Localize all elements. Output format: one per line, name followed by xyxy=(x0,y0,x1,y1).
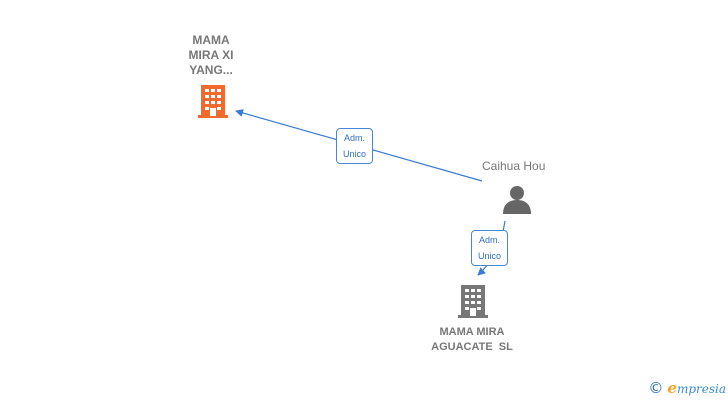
empresia-watermark: © empresia xyxy=(648,379,726,397)
copyright-icon: © xyxy=(648,379,664,397)
person-icon[interactable] xyxy=(503,186,531,214)
edge-label-bottom[interactable]: Adm. Unico xyxy=(471,230,509,266)
building-icon[interactable] xyxy=(458,285,488,318)
edge-label-top[interactable]: Adm. Unico xyxy=(336,128,374,164)
building-icon[interactable] xyxy=(198,85,228,118)
person-name[interactable]: Caihua Hou xyxy=(482,159,546,173)
brand-logo: empresia xyxy=(667,379,726,397)
company-name-top[interactable]: MAMA MIRA XI YANG... xyxy=(188,33,234,77)
company-name-bottom[interactable]: MAMA MIRA AGUACATE SL xyxy=(431,326,513,353)
